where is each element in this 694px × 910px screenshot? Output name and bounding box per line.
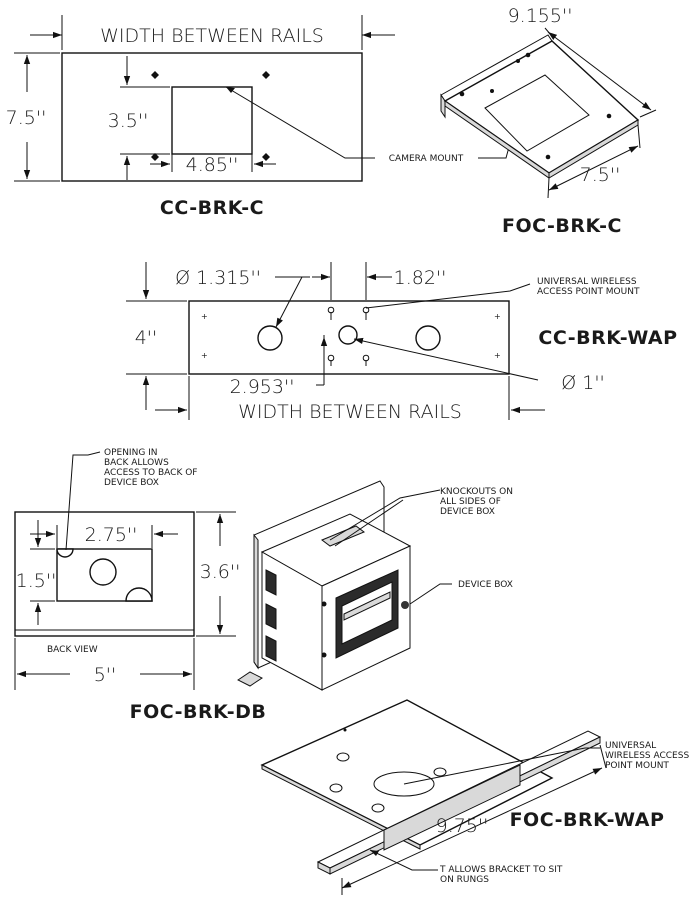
wap-hole-right <box>415 325 441 351</box>
wap-offset-dim: 2.953'' <box>230 376 295 398</box>
db-knockout <box>89 558 117 586</box>
wap-slot-spacing-dim: 1.82'' <box>394 267 447 289</box>
foc-wap-rung-callout-2: ON RUNGS <box>440 875 489 885</box>
wap-callout-line-1: UNIVERSAL WIRELESS <box>537 277 637 287</box>
keyhole-slots <box>327 306 370 366</box>
device-box-drawing: KNOCKOUTS ON ALL SIDES OF DEVICE BOX DEV… <box>237 480 513 691</box>
foc-brk-db-title: FOC-BRK-DB <box>130 701 267 723</box>
cc-brk-c-width-label: WIDTH BETWEEN RAILS <box>100 25 324 47</box>
wap-width-label: WIDTH BETWEEN RAILS <box>238 401 462 423</box>
foc-wap-callout-3: POINT MOUNT <box>605 761 669 771</box>
db-opening-callout-4: DEVICE BOX <box>104 478 159 488</box>
foc-wap-length-dim: 9.75'' <box>436 815 489 837</box>
db-opening-callout-3: ACCESS TO BACK OF <box>104 468 197 478</box>
db-width-dim: 5'' <box>94 664 117 686</box>
device-box-callout: DEVICE BOX <box>458 580 513 590</box>
cc-brk-wap-drawing: + + + + Ø 1.315'' 1.82'' UNIVERSAL WIREL… <box>126 262 677 423</box>
svg-text:+: + <box>494 312 501 321</box>
db-knockouts-callout-3: DEVICE BOX <box>440 507 495 517</box>
foc-brk-wap-title: FOC-BRK-WAP <box>510 809 665 831</box>
foc-brk-c-length-dim: 9.155'' <box>508 5 573 27</box>
cc-brk-c-opening-width-dim: 4.85'' <box>186 154 239 176</box>
camera-mount-label: CAMERA MOUNT <box>389 154 464 164</box>
svg-text:+: + <box>494 351 501 360</box>
foc-brk-wap-drawing: UNIVERSAL WIRELESS ACCESS POINT MOUNT 9.… <box>260 699 689 895</box>
foc-brk-c-drawing: 9.155'' 7.5'' FOC-BRK-C <box>440 5 657 237</box>
wap-hole-center <box>338 325 358 345</box>
foc-brk-c-depth-dim: 7.5'' <box>580 164 621 186</box>
wap-callout-line-2: ACCESS POINT MOUNT <box>537 287 640 297</box>
wap-hole-left <box>257 325 283 351</box>
cc-brk-c-opening-height-dim: 3.5'' <box>108 110 149 132</box>
db-opening-callout-2: BACK ALLOWS <box>104 458 169 468</box>
svg-text:+: + <box>201 351 208 360</box>
db-knockouts-callout-2: ALL SIDES OF <box>440 497 501 507</box>
wap-height-dim: 4'' <box>135 327 158 349</box>
db-opening-width-dim: 2.75'' <box>85 524 138 546</box>
foc-brk-db-back-view: OPENING IN BACK ALLOWS ACCESS TO BACK OF… <box>14 448 267 723</box>
db-height-dim: 3.6'' <box>200 561 241 583</box>
db-knockouts-callout-1: KNOCKOUTS ON <box>440 487 513 497</box>
foc-brk-c-title: FOC-BRK-C <box>502 215 622 237</box>
cc-brk-c-drawing: WIDTH BETWEEN RAILS 7.5'' 3.5'' 4.85'' C… <box>6 15 395 219</box>
wap-hole-dia-dim: Ø 1.315'' <box>175 267 261 289</box>
cc-brk-c-title: CC-BRK-C <box>160 197 264 219</box>
db-back-view-label: BACK VIEW <box>47 645 98 655</box>
foc-wap-callout-2: WIRELESS ACCESS <box>605 751 689 761</box>
foc-wap-rung-callout-1: T ALLOWS BRACKET TO SIT <box>439 865 563 875</box>
wap-small-hole-dim: Ø 1'' <box>561 372 605 394</box>
cc-brk-c-height-dim: 7.5'' <box>6 107 47 129</box>
db-opening-callout-1: OPENING IN <box>104 448 158 458</box>
mounting-holes <box>151 71 270 161</box>
db-opening-height-dim: 1.5'' <box>16 570 57 592</box>
svg-text:+: + <box>201 312 208 321</box>
camera-mount-opening <box>171 86 253 155</box>
cc-brk-wap-title: CC-BRK-WAP <box>538 327 677 349</box>
foc-wap-callout-1: UNIVERSAL <box>605 741 656 751</box>
